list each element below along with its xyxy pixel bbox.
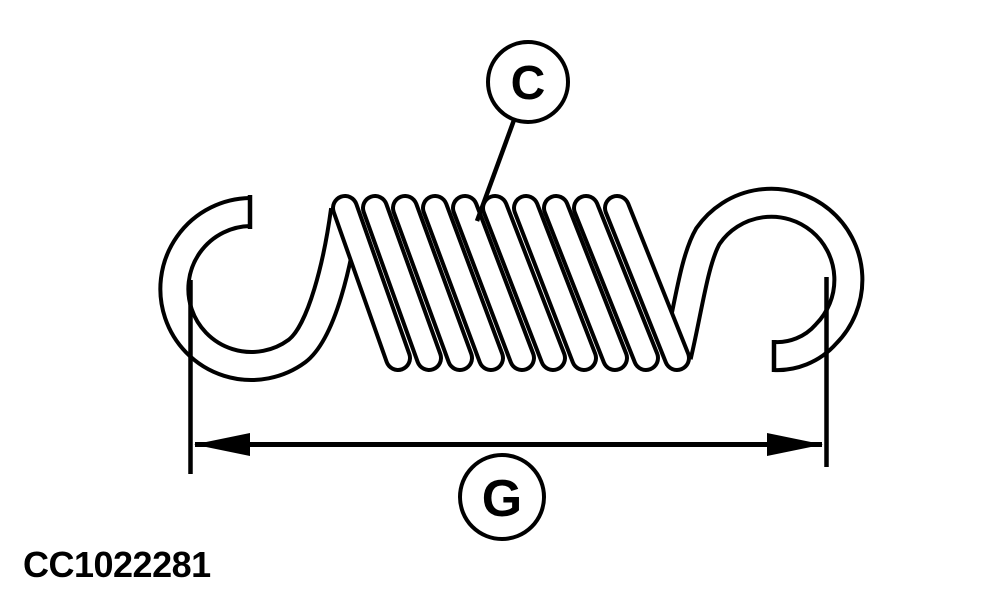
balloon-g-label: G xyxy=(482,470,522,528)
arrowhead-left-icon xyxy=(194,433,250,456)
balloon-g: G xyxy=(458,453,546,541)
coil-2 xyxy=(361,194,443,372)
coil-9 xyxy=(572,194,660,372)
coil-1 xyxy=(331,194,412,372)
balloon-g-circle xyxy=(458,453,546,541)
coil-4 xyxy=(421,194,505,372)
figure-code: CC1022281 xyxy=(23,544,211,585)
dimension-g xyxy=(188,277,829,474)
arrowhead-right-icon xyxy=(767,433,823,456)
balloon-c-label: C xyxy=(511,57,546,110)
coil-3 xyxy=(391,194,474,372)
coil-5 xyxy=(451,194,536,372)
coil-7 xyxy=(512,194,598,372)
left-hook xyxy=(158,195,361,382)
balloon-c-circle xyxy=(486,40,570,124)
coil-8 xyxy=(542,194,629,372)
balloon-c: C xyxy=(486,40,570,124)
coil-10 xyxy=(603,194,691,372)
coil-body xyxy=(331,119,691,372)
coil-6 xyxy=(481,194,567,372)
